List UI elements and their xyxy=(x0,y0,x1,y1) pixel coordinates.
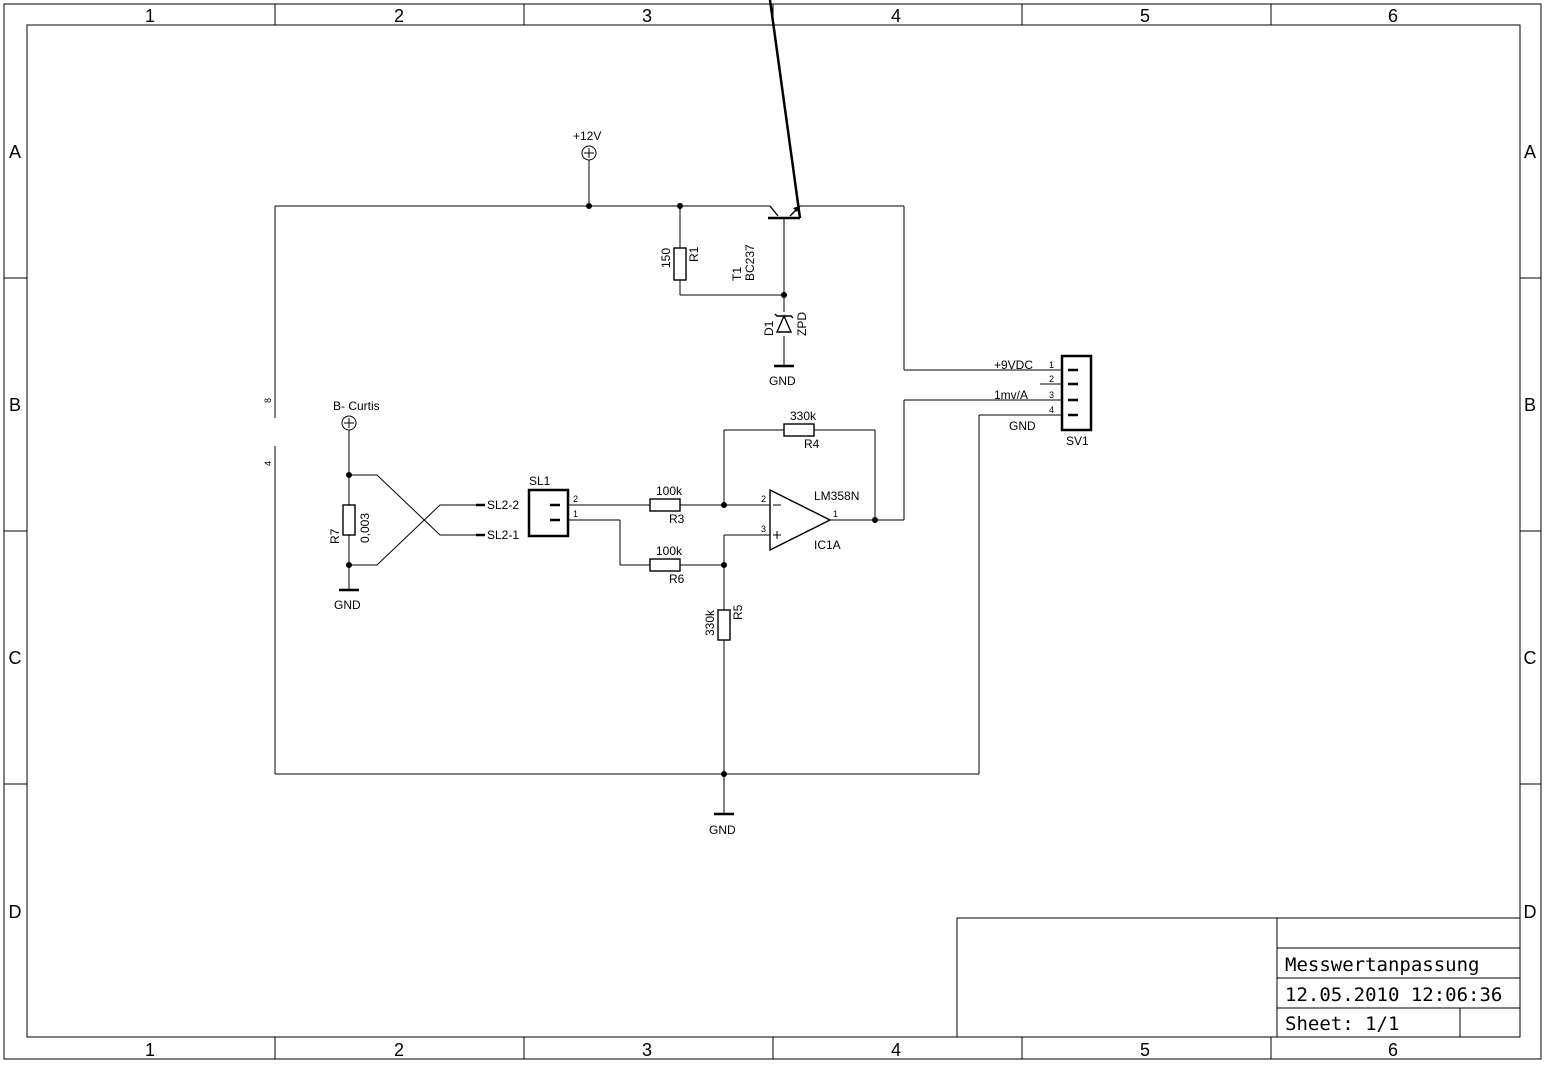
sv1-pin-1: 1 xyxy=(1049,360,1054,370)
sl2-1-label: SL2-1 xyxy=(487,528,519,542)
sl2-2-label: SL2-2 xyxy=(487,498,519,512)
col-label-6-bottom: 6 xyxy=(1388,1040,1398,1060)
transistor-t1: T1 BC237 xyxy=(730,0,802,281)
r3-ref: R3 xyxy=(669,512,685,526)
resistor-r1: 150 R1 xyxy=(659,246,701,281)
r6-value: 100k xyxy=(656,544,683,558)
r7-ref: R7 xyxy=(328,528,342,544)
opamp-ic1a: 2 3 1 LM358N IC1A 8 4 xyxy=(263,398,859,552)
sv1-pin-4: 4 xyxy=(1049,405,1054,415)
resistor-r7: R7 0,003 xyxy=(328,504,372,544)
col-label-1-top: 1 xyxy=(145,6,155,26)
gnd-label-main: GND xyxy=(709,823,736,837)
junction-dots xyxy=(346,203,878,777)
row-label-c-left: C xyxy=(9,648,22,668)
sv1-net-1mv: 1mv/A xyxy=(994,388,1028,402)
ic1a-pin-out: 1 xyxy=(833,509,838,519)
t1-ref: T1 xyxy=(730,267,744,281)
resistor-r4: 330k R4 xyxy=(783,409,820,451)
sl1-pin-1: 1 xyxy=(573,509,578,519)
r1-value: 150 xyxy=(659,248,673,268)
ic1-pin-4: 4 xyxy=(263,461,273,466)
ic1a-value: LM358N xyxy=(814,489,859,503)
row-label-d-right: D xyxy=(1524,902,1537,922)
col-label-2-top: 2 xyxy=(394,6,404,26)
r5-ref: R5 xyxy=(731,604,745,620)
row-label-b-right: B xyxy=(1524,395,1536,415)
t1-value: BC237 xyxy=(743,244,757,281)
sv1-net-gnd: GND xyxy=(1009,419,1036,433)
r1-ref: R1 xyxy=(687,246,701,262)
col-label-1-bottom: 1 xyxy=(145,1040,155,1060)
title-block: Messwertanpassung 12.05.2010 12:06:36 Sh… xyxy=(956,917,1521,1038)
title-block-sheet: Sheet: 1/1 xyxy=(1285,1013,1399,1035)
gnd-symbol-zener: GND xyxy=(769,364,796,388)
drawing-frame: 1 2 3 4 5 6 1 2 3 4 5 6 A B C D A B C D xyxy=(3,3,1542,1060)
d1-ref: D1 xyxy=(762,320,776,336)
connector-sv1: 1 2 3 4 SV1 +9VDC 1mv/A GND xyxy=(994,354,1093,448)
supply-12v-symbol: +12V xyxy=(573,129,601,161)
row-label-a-left: A xyxy=(9,142,21,162)
r3-value: 100k xyxy=(656,484,683,498)
col-label-3-top: 3 xyxy=(642,6,652,26)
battery-minus-symbol: B- Curtis xyxy=(333,399,380,431)
ic1a-ref: IC1A xyxy=(814,538,841,552)
gnd-label-shunt: GND xyxy=(334,598,361,612)
col-label-3-bottom: 3 xyxy=(642,1040,652,1060)
row-label-d-left: D xyxy=(9,902,22,922)
col-label-2-bottom: 2 xyxy=(394,1040,404,1060)
zener-d1: D1 ZPD xyxy=(762,312,809,336)
battery-minus-label: B- Curtis xyxy=(333,399,380,413)
supply-12v-label: +12V xyxy=(573,129,601,143)
col-label-4-bottom: 4 xyxy=(891,1040,901,1060)
ic1-pin-8: 8 xyxy=(263,398,273,403)
gnd-symbol-shunt: GND xyxy=(334,588,361,612)
d1-value: ZPD xyxy=(795,312,809,336)
title-block-title: Messwertanpassung xyxy=(1285,954,1479,976)
gnd-symbol-main: GND xyxy=(709,812,736,837)
sv1-pin-2: 2 xyxy=(1049,374,1054,384)
ic1a-pin-plus: 3 xyxy=(761,524,766,534)
row-label-a-right: A xyxy=(1524,142,1536,162)
resistor-r6: 100k R6 xyxy=(649,544,685,586)
col-label-6-top: 6 xyxy=(1388,6,1398,26)
wires xyxy=(274,160,1062,814)
sl1-pin-2: 2 xyxy=(573,494,578,504)
row-label-c-right: C xyxy=(1524,648,1537,668)
resistor-r3: 100k R3 xyxy=(649,484,685,526)
connector-sl1: SL1 2 1 xyxy=(527,474,578,538)
resistor-r5: 330k R5 xyxy=(703,604,745,641)
r4-value: 330k xyxy=(790,409,817,423)
sl1-ref: SL1 xyxy=(529,474,551,488)
col-label-4-top: 4 xyxy=(891,6,901,26)
r5-value: 330k xyxy=(703,609,717,636)
sv1-net-9vdc: +9VDC xyxy=(994,358,1033,372)
col-label-5-top: 5 xyxy=(1140,6,1150,26)
sv1-ref: SV1 xyxy=(1066,434,1089,448)
col-label-5-bottom: 5 xyxy=(1140,1040,1150,1060)
gnd-label-zener: GND xyxy=(769,374,796,388)
connector-sl2-pins: SL2-2 SL2-1 xyxy=(476,498,519,542)
ic1a-pin-minus: 2 xyxy=(761,494,766,504)
row-label-b-left: B xyxy=(9,395,21,415)
title-block-datetime: 12.05.2010 12:06:36 xyxy=(1285,984,1502,1006)
sv1-pin-3: 3 xyxy=(1049,390,1054,400)
r6-ref: R6 xyxy=(669,572,685,586)
r4-ref: R4 xyxy=(804,437,820,451)
r7-value: 0,003 xyxy=(358,513,372,543)
